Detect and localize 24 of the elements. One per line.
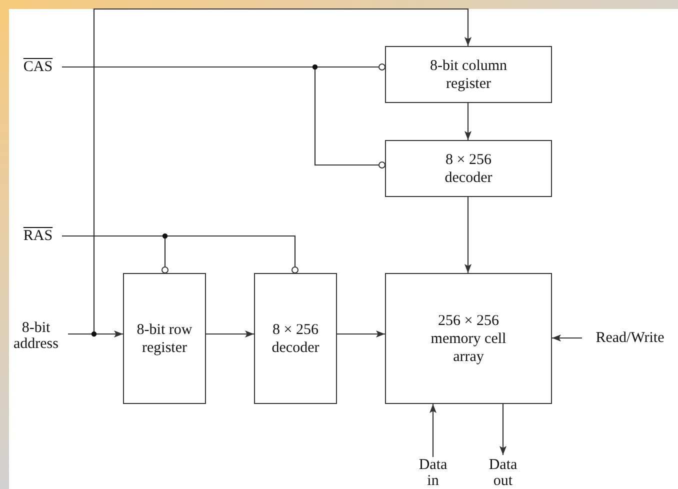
block-label: 8 × 256 decoder	[444, 150, 494, 186]
arrow	[464, 197, 472, 273]
block-box	[123, 273, 206, 404]
control-line	[62, 66, 386, 168]
block-box	[385, 140, 552, 197]
signal-label: Data out	[478, 456, 528, 489]
arrow	[337, 330, 385, 338]
block-label: 256 × 256 memory cell array	[430, 312, 508, 366]
arrow	[464, 103, 472, 140]
block-box	[254, 273, 337, 404]
block-box	[385, 46, 552, 103]
block-label: 8-bit row register	[136, 320, 194, 356]
arrow	[430, 404, 436, 457]
block-box	[385, 273, 552, 404]
signal-label: Read/Write	[584, 327, 676, 349]
arrow	[552, 334, 582, 342]
arrow	[500, 404, 506, 455]
arrow	[206, 330, 254, 338]
block-label: 8-bit column register	[428, 56, 508, 92]
signal-label: Data in	[408, 456, 458, 489]
signal-label: CAS	[14, 56, 62, 78]
signal-label: RAS	[14, 225, 62, 247]
block-label: 8 × 256 decoder	[270, 320, 320, 356]
signal-label: 8-bit address	[4, 318, 68, 354]
